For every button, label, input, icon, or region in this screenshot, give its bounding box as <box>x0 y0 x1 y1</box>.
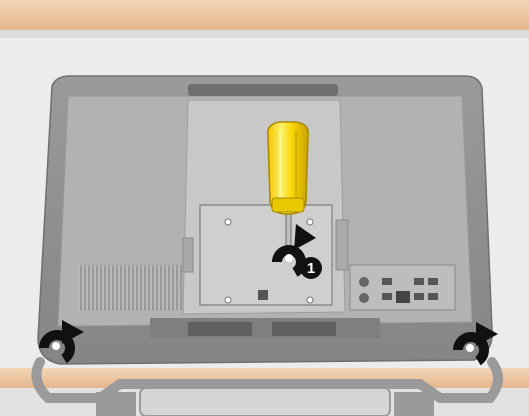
step-callout-badge <box>300 257 322 279</box>
screw-hole <box>225 297 231 303</box>
usb-port <box>428 293 438 300</box>
ethernet-port <box>396 291 410 303</box>
audio-port <box>359 293 369 303</box>
usb-port <box>414 278 424 285</box>
side-bracket-right <box>336 220 348 270</box>
stand-center <box>140 388 390 416</box>
screw-hole <box>307 219 313 225</box>
kensington-slot <box>258 290 268 300</box>
stand-foot <box>96 392 136 416</box>
hinge-block <box>272 322 336 336</box>
vent-grille-left <box>78 265 182 310</box>
io-panel <box>350 265 455 310</box>
screw-hole <box>307 297 313 303</box>
stand-foot <box>394 392 434 416</box>
usb-port <box>428 278 438 285</box>
hinge-block <box>188 322 252 336</box>
screw-hole <box>225 219 231 225</box>
usb-port <box>382 293 392 300</box>
hinge-strip <box>150 318 380 338</box>
shelf-back-shadow <box>0 30 529 38</box>
shelf-top-edge <box>0 0 529 30</box>
top-handle-slot <box>188 84 338 96</box>
side-bracket-left <box>183 238 193 272</box>
usb-port <box>414 293 424 300</box>
usb-port <box>382 278 392 285</box>
audio-port <box>359 277 369 287</box>
